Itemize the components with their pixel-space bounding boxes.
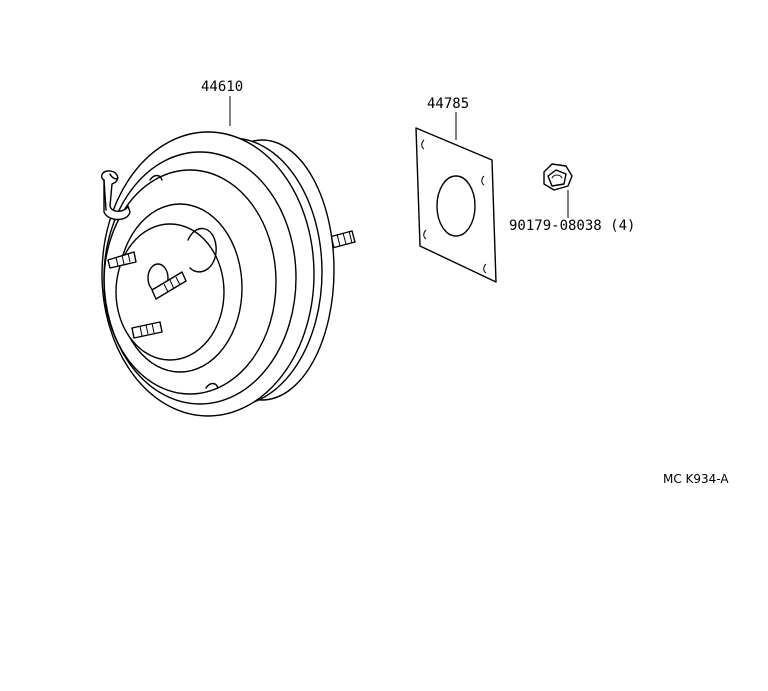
part-quantity-nut: (4) bbox=[610, 218, 636, 234]
brake-booster bbox=[100, 96, 356, 417]
part-label-nut-wrap: 90179-08038 (4) bbox=[509, 218, 635, 234]
part-label-booster: 44610 bbox=[201, 79, 244, 95]
illustration-reference-code: MC K934-A bbox=[663, 472, 729, 486]
front-face bbox=[115, 223, 225, 361]
vacuum-nipple bbox=[100, 170, 131, 221]
part-label-gasket: 44785 bbox=[427, 96, 470, 112]
front-stud-lower bbox=[131, 321, 163, 339]
part-label-nut: 90179-08038 bbox=[509, 218, 602, 234]
front-stud-upper bbox=[107, 251, 137, 269]
gasket bbox=[415, 112, 497, 283]
nut bbox=[543, 163, 573, 218]
push-rod bbox=[147, 263, 187, 300]
